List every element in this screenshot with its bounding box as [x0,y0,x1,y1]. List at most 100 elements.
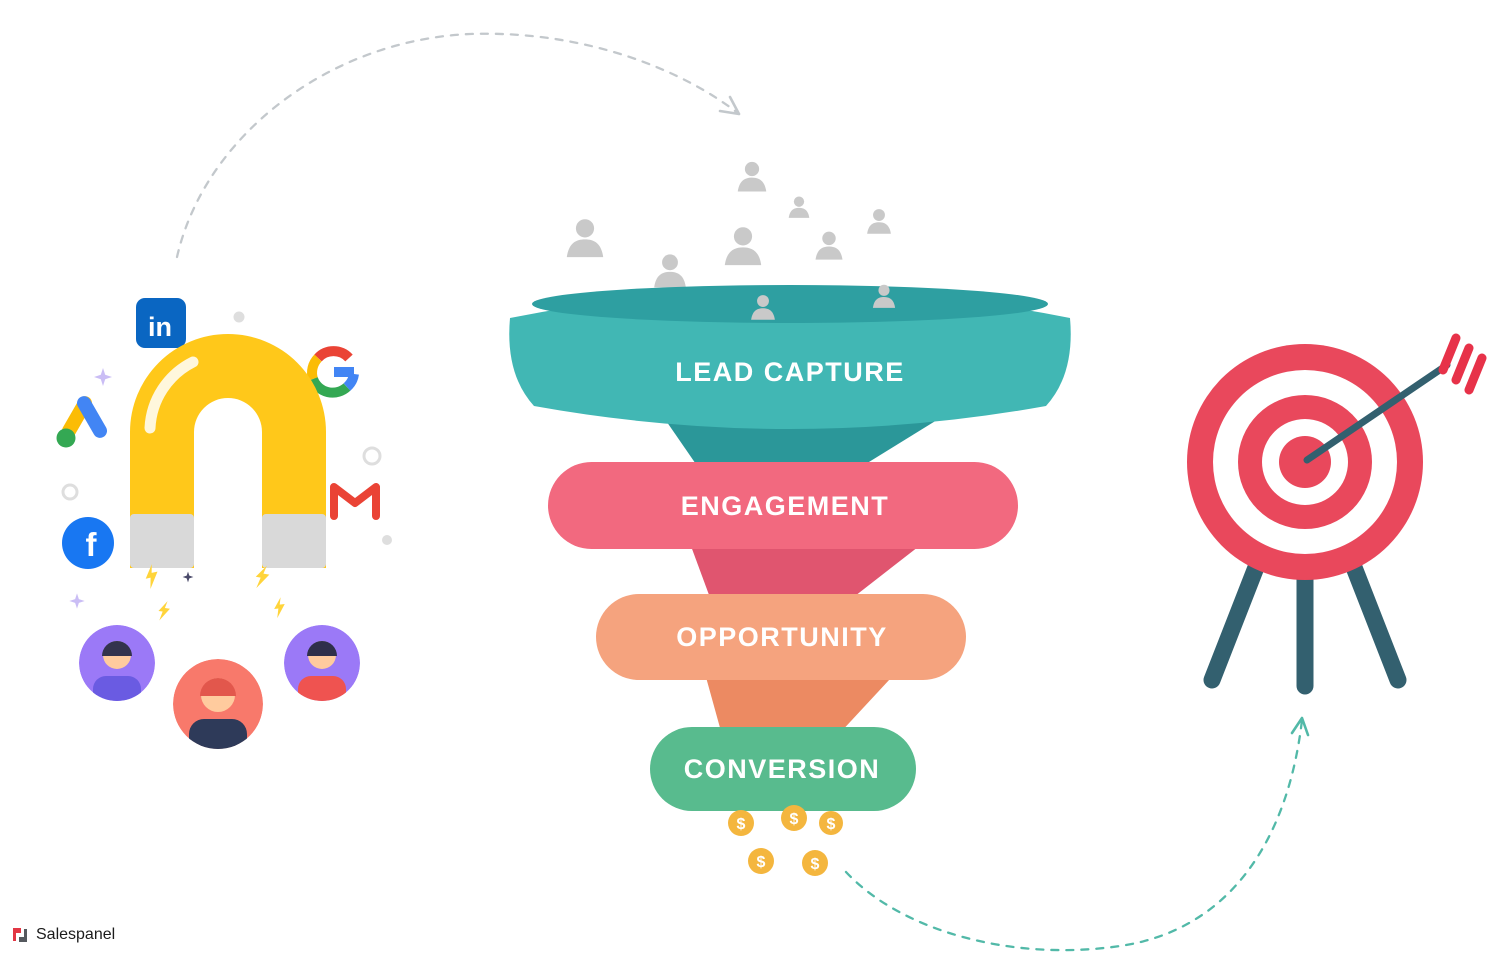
dollar-coin: $ [728,810,754,836]
coin-circle [728,810,754,836]
funnel-stage-label: OPPORTUNITY [676,622,888,652]
google-icon-green-arc [308,376,351,398]
magnet-shine [144,356,199,434]
sparkle-icon [182,571,194,583]
google-icon-red-arc [314,346,353,362]
lightning-icon [255,565,270,589]
flow-arrow-bottom-head-icon [1290,716,1310,737]
funnel: LEAD CAPTURE ENGAGEMENT OPPORTUNITY CONV… [509,161,1071,876]
avatar [173,659,263,749]
avatar-hair [307,641,337,656]
funnel-stage-engagement [548,462,1018,549]
magnet-icon [130,334,326,568]
funnel-mouth [532,285,1048,323]
flow-arrow-funnel-to-target [844,716,1310,952]
avatar-hair [102,641,132,656]
avatar [284,625,360,701]
funnel-stage-label: CONVERSION [684,754,881,784]
google-icon-blue-bar [334,367,354,377]
lightning-icon [158,601,170,621]
avatar-shirt [93,676,141,701]
user-icon [654,254,686,288]
magnet-tip-right [262,514,326,568]
coin-symbol: $ [811,856,820,873]
facebook-icon-bg [62,517,114,569]
user-icon [737,161,767,192]
revenue-coins: $ $ $ $ $ [728,805,843,876]
avatar-shirt [298,676,346,701]
salespanel-logo: Salespanel [10,925,115,945]
google-ads-green-dot [56,428,76,448]
target-group [1187,333,1487,695]
sparkle-icon [69,593,85,609]
funnel-stage-opportunity [596,594,966,680]
arrow-fletching [1464,353,1487,395]
incoming-leads [566,161,891,288]
coin-circle [748,848,774,874]
funnel-fold-3 [704,666,902,735]
coin-symbol: $ [790,811,799,828]
google-icon [307,346,359,398]
salespanel-logo-text: Salespanel [36,926,116,943]
logo-mark-red [13,928,21,941]
decor-ring [61,483,79,501]
google-ads-blue-bar [77,396,107,438]
user-icon [867,209,891,234]
sparkle-icon [94,368,112,386]
user-icon [566,219,604,258]
dollar-coin: $ [748,848,774,874]
arrow-fletching [1438,333,1461,375]
facebook-icon-label: f [86,526,98,563]
coin-symbol: $ [737,816,746,833]
coin-circle [781,805,807,831]
decor-sparkles [61,311,392,609]
lead-magnet-group: in f [56,298,392,749]
user-icon [815,231,843,260]
decor-dot [233,311,245,323]
funnel-stage-conversion [650,727,916,811]
avatar-hair [200,678,236,696]
lightning-icon [145,564,158,589]
coin-circle [802,850,828,876]
logo-mark-gray [19,929,27,942]
dollar-coin: $ [781,805,807,831]
google-icon-yellow-arc [307,354,322,381]
linkedin-icon: in [136,298,197,348]
target-leg-left [1203,543,1271,689]
arrow-fletching [1451,343,1474,385]
user-icon [724,227,762,266]
flow-arrow-bottom-path [844,718,1304,952]
target-legs [1203,543,1407,695]
target-leg-right [1339,543,1407,689]
arrow-in-bullseye [1303,333,1487,464]
lightning-bolts [145,564,285,621]
decor-dot [382,535,392,545]
arrow-shaft [1303,361,1451,464]
coin-symbol: $ [757,854,766,871]
google-ads-icon [56,396,107,448]
coin-circle [819,811,843,835]
funnel-stage-label: LEAD CAPTURE [675,357,905,387]
avatar [79,625,155,701]
linkedin-icon-bg [136,298,186,348]
magnet-body [130,334,326,568]
facebook-icon: f [62,517,114,569]
lightning-icon [274,597,285,619]
magnet-tip-left [130,514,194,568]
salespanel-logo-icon [13,928,27,942]
decor-ring [362,446,382,466]
avatar-shirt [189,719,247,749]
funnel-stage-label: ENGAGEMENT [681,491,890,521]
funnel-stage-lead-capture [509,290,1071,429]
flow-arrow-sources-to-funnel [175,32,741,259]
gmail-icon [330,483,380,520]
funnel-fold-2 [688,533,936,603]
linkedin-icon-label: in [148,312,172,342]
flow-arrow-top-path [175,32,741,259]
flow-arrow-top-head-icon [718,95,741,116]
dollar-coin: $ [819,811,843,835]
dollar-coin: $ [802,850,828,876]
coin-symbol: $ [827,816,836,833]
